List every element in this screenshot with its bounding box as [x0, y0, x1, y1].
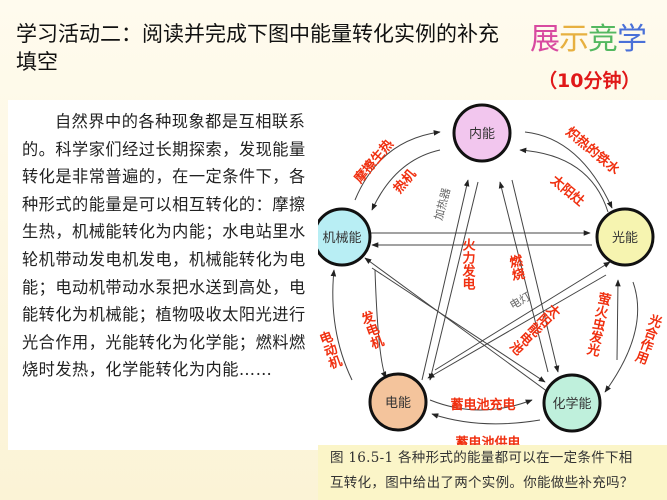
svg-text:光能: 光能: [612, 231, 638, 246]
logo-zhanshi-jingxue: 展示竞学: [530, 22, 647, 57]
label-heater: 加热器: [432, 186, 453, 221]
figure-caption: 图 16.5-1 各种形式的能量都可以在一定条件下相 互转化，图中给出了两个实例…: [318, 445, 667, 500]
reading-paragraph: 自然界中的各种现象都是互相联系的。科学家们经过长期探索，发现能量转化是非常普遍的…: [22, 112, 306, 380]
time-limit: （10分钟）: [538, 70, 641, 92]
label-generator: 发电机: [357, 308, 387, 352]
label-photosynthesis: 光合作用: [631, 311, 665, 367]
node-internal-energy: 内能: [452, 103, 512, 163]
label-charging: 蓄电池充电: [450, 397, 515, 413]
text-panel: 自然界中的各种现象都是互相联系的。科学家们经过长期探索，发现能量转化是非常普遍的…: [8, 100, 318, 450]
svg-text:机械能: 机械能: [322, 231, 361, 246]
label-lamp: 电灯: [507, 290, 533, 312]
node-chemical-energy: 化学能: [542, 373, 602, 433]
arrows: [330, 130, 639, 425]
svg-text:化学能: 化学能: [552, 396, 591, 412]
energy-conversion-diagram: 内能 机械能 光能 电能 化学能 摩擦生热 热机 炽热的铁水 太阳灶 加热器 火…: [318, 100, 667, 445]
label-firefly: 萤火虫发光: [583, 290, 613, 359]
label-combustion: 燃烧: [506, 253, 526, 283]
caption-line-2: 互转化，图中给出了两个实例。你能做些补充吗？: [330, 475, 634, 491]
node-electric-energy: 电能: [368, 372, 428, 432]
svg-text:电能: 电能: [385, 396, 411, 411]
label-solar-cooker: 太阳灶: [547, 172, 588, 210]
svg-text:内能: 内能: [469, 126, 495, 142]
label-friction: 摩擦生热: [351, 136, 397, 186]
node-mechanical-energy: 机械能: [318, 207, 372, 267]
label-discharging: 蓄电池供电: [455, 435, 520, 445]
label-heat-engine: 热机: [390, 166, 419, 196]
slide-title: 学习活动二：阅读并完成下图中能量转化实例的补充填空: [16, 22, 499, 74]
caption-line-1: 图 16.5-1 各种形式的能量都可以在一定条件下相: [330, 450, 633, 466]
label-motor: 电动机: [318, 329, 343, 373]
label-thermal-power: 火力发电: [460, 238, 477, 291]
node-light-energy: 光能: [595, 207, 655, 267]
